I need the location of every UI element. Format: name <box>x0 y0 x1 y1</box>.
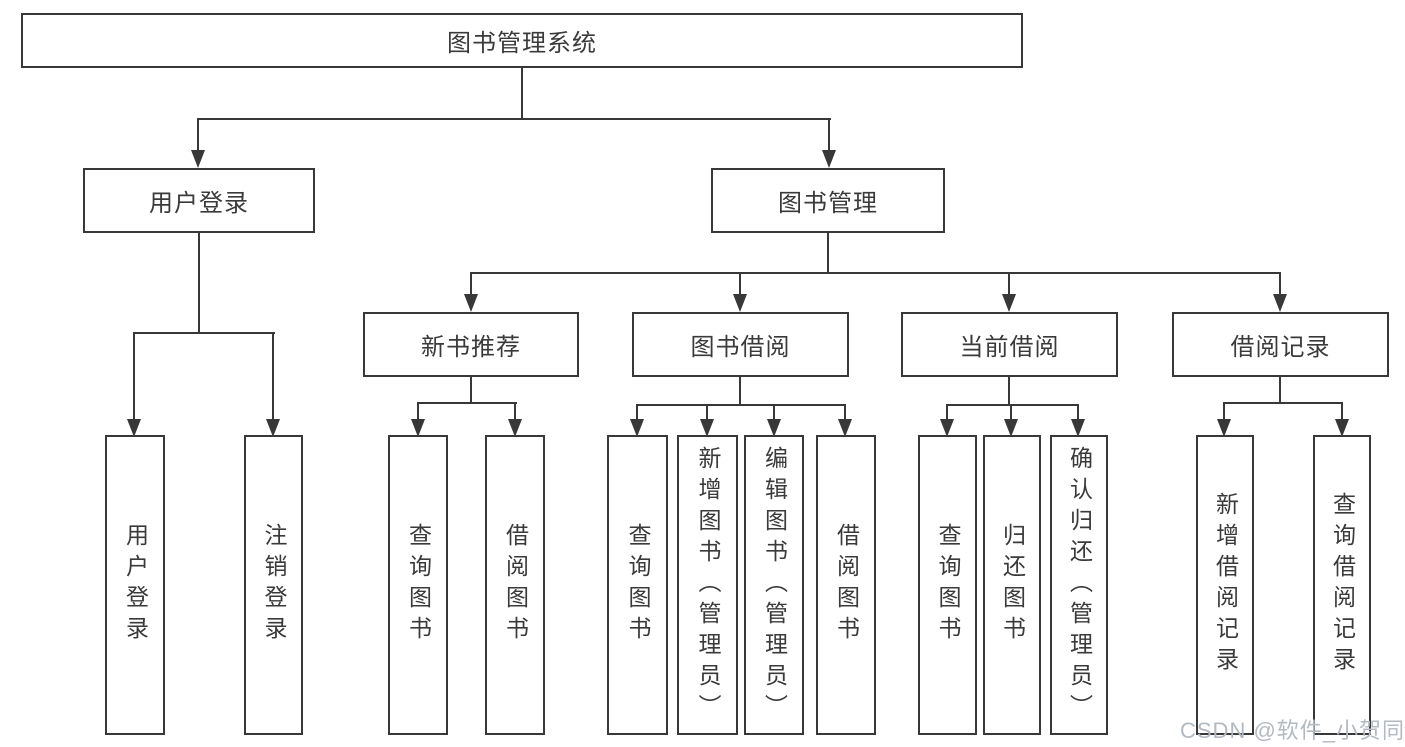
connector-line <box>844 404 846 419</box>
node-root-system: 图书管理系统 <box>21 13 1023 68</box>
node-borrowing-records-label: 借阅记录 <box>1230 334 1331 361</box>
leaf-add-books-admin-label: 新增图书（管理员） <box>695 445 721 725</box>
connector-line <box>1279 272 1281 296</box>
connector-line <box>133 332 275 334</box>
connector-line <box>198 233 200 334</box>
arrowhead-icon <box>1071 419 1085 437</box>
connector-line <box>706 404 708 419</box>
leaf-logout-label: 注销登录 <box>261 523 287 647</box>
arrowhead-icon <box>508 419 522 437</box>
leaf-query-books-3-label: 查询图书 <box>935 523 961 647</box>
leaf-query-books-1: 查询图书 <box>388 435 448 735</box>
leaf-return-books-label: 归还图书 <box>999 523 1026 647</box>
leaf-user-login-label: 用户登录 <box>122 523 149 647</box>
arrowhead-icon <box>700 419 714 437</box>
arrowhead-icon <box>266 419 280 437</box>
connector-line <box>197 118 831 120</box>
arrowhead-icon <box>127 419 141 437</box>
leaf-add-books-admin: 新增图书（管理员） <box>677 435 738 735</box>
csdn-watermark: CSDN @软件_小贺同学 <box>1180 718 1405 743</box>
leaf-borrow-books-1-label: 借阅图书 <box>502 523 529 647</box>
leaf-user-login: 用户登录 <box>105 435 165 735</box>
arrowhead-icon <box>940 419 954 437</box>
leaf-query-books-2: 查询图书 <box>607 435 668 735</box>
leaf-confirm-return-admin: 确认归还（管理员） <box>1050 435 1108 735</box>
connector-line <box>828 118 830 152</box>
leaf-borrow-books-2: 借阅图书 <box>816 435 876 735</box>
arrowhead-icon <box>838 419 852 437</box>
arrowhead-icon <box>822 150 836 168</box>
connector-line <box>521 68 523 120</box>
connector-line <box>417 402 419 421</box>
arrowhead-icon <box>191 150 205 168</box>
node-root-label: 图书管理系统 <box>447 30 597 57</box>
leaf-query-borrow-record: 查询借阅记录 <box>1313 435 1371 735</box>
node-borrowing-records: 借阅记录 <box>1172 312 1389 377</box>
connector-line <box>514 402 516 421</box>
connector-line <box>739 272 741 296</box>
leaf-logout: 注销登录 <box>244 435 303 735</box>
node-user-login: 用户登录 <box>83 168 315 233</box>
connector-line <box>272 332 274 421</box>
connector-line <box>133 332 135 421</box>
node-current-borrowing: 当前借阅 <box>901 312 1118 377</box>
arrowhead-icon <box>733 294 747 312</box>
arrowhead-icon <box>1335 419 1349 437</box>
connector-line <box>773 404 775 419</box>
connector-line <box>1279 377 1281 404</box>
leaf-edit-books-admin-label: 编辑图书（管理员） <box>761 445 788 725</box>
connector-line <box>470 272 472 296</box>
leaf-add-borrow-record: 新增借阅记录 <box>1196 435 1254 735</box>
leaf-borrow-books-2-label: 借阅图书 <box>833 523 860 647</box>
leaf-return-books: 归还图书 <box>983 435 1041 735</box>
connector-line <box>417 402 517 404</box>
arrowhead-icon <box>630 419 644 437</box>
connector-line <box>470 272 1281 274</box>
connector-line <box>1008 377 1010 406</box>
connector-line <box>636 404 638 419</box>
leaf-edit-books-admin: 编辑图书（管理员） <box>744 435 804 735</box>
leaf-borrow-books-1: 借阅图书 <box>485 435 545 735</box>
node-current-borrowing-label: 当前借阅 <box>959 334 1060 361</box>
connector-line <box>636 404 846 406</box>
arrowhead-icon <box>767 419 781 437</box>
arrowhead-icon <box>464 294 478 312</box>
leaf-confirm-return-admin-label: 确认归还（管理员） <box>1066 445 1093 725</box>
connector-line <box>1077 404 1079 419</box>
node-book-borrowing: 图书借阅 <box>632 312 849 377</box>
node-user-login-label: 用户登录 <box>149 190 249 217</box>
node-new-book-recommendation-label: 新书推荐 <box>421 334 521 361</box>
connector-line <box>197 118 199 152</box>
leaf-add-borrow-record-label: 新增借阅记录 <box>1212 492 1239 678</box>
connector-line <box>1223 402 1343 404</box>
arrowhead-icon <box>411 419 425 437</box>
connector-line <box>1010 404 1012 419</box>
connector-line <box>1341 402 1343 421</box>
connector-line <box>1008 272 1010 296</box>
node-book-borrowing-label: 图书借阅 <box>690 334 791 361</box>
connector-line <box>470 377 472 404</box>
node-book-management: 图书管理 <box>711 168 945 233</box>
connector-line <box>739 377 741 406</box>
connector-line <box>1223 402 1225 421</box>
arrowhead-icon <box>1217 419 1231 437</box>
connector-line <box>946 404 948 419</box>
node-book-management-label: 图书管理 <box>778 190 878 217</box>
leaf-query-books-2-label: 查询图书 <box>625 523 651 647</box>
arrowhead-icon <box>1002 294 1016 312</box>
connector-line <box>827 233 829 274</box>
leaf-query-books-3: 查询图书 <box>918 435 977 735</box>
arrowhead-icon <box>1273 294 1287 312</box>
connector-line <box>946 404 1079 406</box>
arrowhead-icon <box>1004 419 1018 437</box>
node-new-book-recommendation: 新书推荐 <box>363 312 579 377</box>
leaf-query-books-1-label: 查询图书 <box>405 523 432 647</box>
leaf-query-borrow-record-label: 查询借阅记录 <box>1329 492 1356 678</box>
